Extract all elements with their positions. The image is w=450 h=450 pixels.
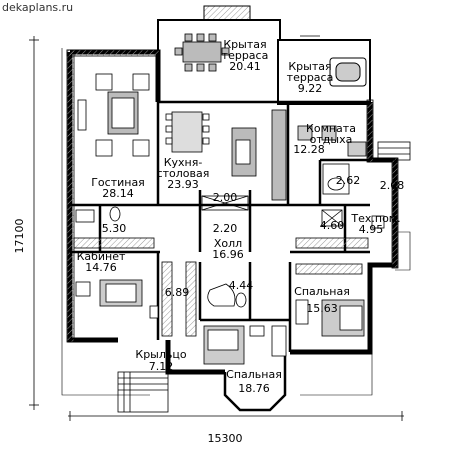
wall-hatch bbox=[66, 49, 399, 343]
wc-left-area: 5.30 bbox=[102, 222, 127, 235]
rest-label1: Комната bbox=[306, 122, 356, 135]
closet-a-area: 2.00 bbox=[213, 191, 238, 204]
dressing-area: 6.89 bbox=[165, 286, 190, 299]
living-label: Гостиная bbox=[91, 176, 145, 189]
porch-steps bbox=[117, 35, 411, 413]
bedroom-right-area: 15.63 bbox=[306, 302, 338, 315]
terrace-top-label1: Крытая bbox=[223, 38, 266, 51]
bath-small-area: 2.62 bbox=[336, 174, 361, 187]
bedroom-bottom-label: Спальная bbox=[226, 368, 282, 381]
kitchen-label1: Кухня- bbox=[164, 156, 203, 169]
terrace-top-area: 20.41 bbox=[229, 60, 261, 73]
tech-area: 4.95 bbox=[359, 223, 384, 236]
porch-label: Крыльцо bbox=[135, 348, 186, 361]
bath-fixtures bbox=[207, 283, 247, 308]
kitchen-furniture bbox=[165, 109, 287, 201]
shower-area: 4.60 bbox=[320, 219, 345, 232]
service-fixtures bbox=[321, 209, 385, 229]
study-furniture bbox=[75, 279, 159, 319]
study-label: Кабинет bbox=[77, 250, 126, 263]
terrace-right-area: 9.22 bbox=[298, 82, 323, 95]
site-watermark: dekaplans.ru bbox=[2, 1, 74, 14]
terrace-right-label1: Крытая bbox=[288, 60, 331, 73]
width-dimension: 15300 bbox=[208, 432, 243, 445]
terrace-right-label2: терраса bbox=[287, 71, 334, 84]
terrace-dining bbox=[174, 33, 230, 72]
hall-closets bbox=[73, 195, 369, 249]
bedroom-bottom-area: 18.76 bbox=[238, 382, 270, 395]
living-furniture bbox=[77, 73, 150, 157]
rest-furniture bbox=[297, 125, 367, 157]
bay-window bbox=[223, 352, 287, 412]
living-area: 28.14 bbox=[102, 187, 134, 200]
tech-label: Тех.пом. bbox=[350, 212, 400, 225]
hall-area: 16.96 bbox=[212, 248, 244, 261]
dimension-lines bbox=[29, 36, 404, 421]
roof-outline bbox=[61, 48, 411, 396]
top-terrace bbox=[157, 5, 371, 105]
porch-right-area: 2.08 bbox=[380, 179, 405, 192]
bath-area: 4.44 bbox=[229, 279, 254, 292]
bedroom-right-furniture bbox=[295, 263, 365, 337]
study-area: 14.76 bbox=[85, 261, 117, 274]
rest-label2: отдыха bbox=[310, 133, 353, 146]
room-labels: Крытая терраса 20.41 Крытая терраса 9.22… bbox=[77, 38, 405, 395]
height-dimension: 17100 bbox=[13, 219, 26, 254]
bedroom-right-label: Спальная bbox=[294, 285, 350, 298]
small-bath-fixtures bbox=[322, 163, 350, 195]
porch-area: 7.12 bbox=[149, 360, 174, 373]
terrace-top-label2: терраса bbox=[222, 49, 269, 62]
wc-fixtures bbox=[75, 206, 121, 223]
rest-area: 12.28 bbox=[293, 143, 325, 156]
hall-label: Холл bbox=[214, 237, 242, 250]
terrace-tub bbox=[329, 57, 367, 87]
dressing-shelves bbox=[161, 261, 197, 337]
closet-b-area: 2.20 bbox=[213, 222, 238, 235]
kitchen-area: 23.93 bbox=[167, 178, 199, 191]
bedroom-bottom-furniture bbox=[203, 325, 287, 365]
kitchen-label2: столовая bbox=[157, 167, 210, 180]
